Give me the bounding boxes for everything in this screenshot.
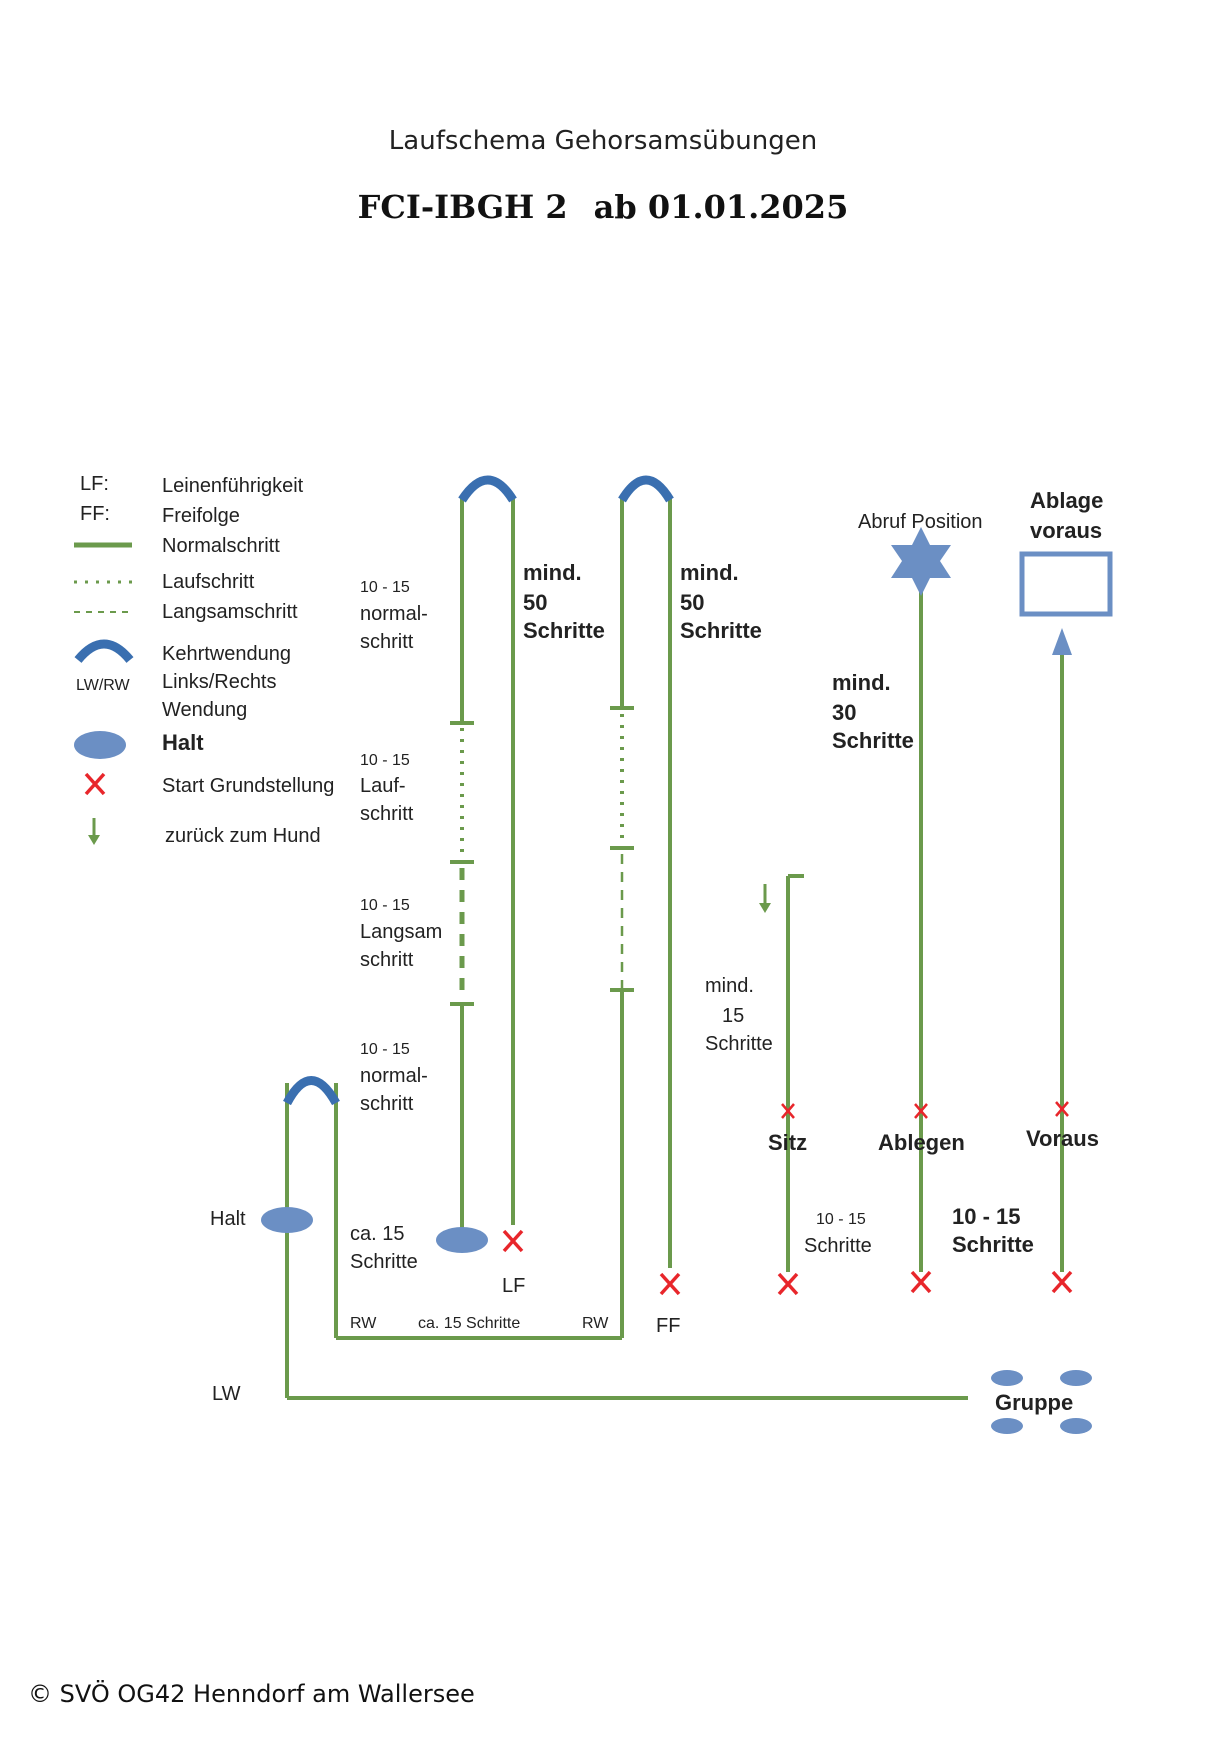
ff-start-x-icon — [659, 1272, 681, 1296]
lf-start-x-icon — [502, 1229, 524, 1253]
seg-normal2-b: normal- — [360, 1065, 428, 1087]
abruf-mind-a: mind. — [832, 670, 891, 695]
gruppe-person-icon — [991, 1418, 1023, 1434]
ff-mind-c: Schritte — [680, 618, 762, 643]
page-title: Laufschema Gehorsamsübungen — [388, 126, 818, 156]
voraus-arrow-icon — [1052, 628, 1072, 655]
legend-lf-key: LF: — [80, 473, 109, 495]
ablage-label-b: voraus — [1030, 518, 1102, 543]
ff-start-label: FF — [656, 1315, 680, 1337]
lw-label: LW — [212, 1383, 241, 1405]
gruppe-person-icon — [1060, 1418, 1092, 1434]
legend-normal-text: Normalschritt — [162, 535, 280, 557]
ff-mind-b: 50 — [680, 590, 704, 615]
sitz-mind-a: mind. — [705, 975, 754, 997]
ca15-a: ca. 15 — [350, 1223, 404, 1245]
sitz-mind-b: 15 — [722, 1005, 744, 1027]
legend-langsam-text: Langsamschritt — [162, 601, 298, 623]
turn-icons — [283, 475, 674, 1106]
seg-normal2-c: schritt — [360, 1093, 414, 1115]
legend-turn-line1: Kehrtwendung — [162, 643, 291, 665]
seg-normal1-c: schritt — [360, 631, 414, 653]
exercise-lines — [763, 590, 1064, 1272]
legend-halt-text: Halt — [162, 730, 204, 755]
seg-langsam-a: 10 - 15 — [360, 897, 410, 914]
legend-ff-key: FF: — [80, 503, 110, 525]
gruppe-person-icon — [991, 1370, 1023, 1386]
legend: LF: Leinenführigkeit FF: Freifolge Norma… — [74, 473, 334, 847]
seg-lauf-a: 10 - 15 — [360, 752, 410, 769]
legend-back-text: zurück zum Hund — [165, 825, 321, 847]
legend-start-x-icon — [84, 772, 106, 796]
legend-halt-icon — [74, 731, 126, 759]
ablage-box-icon — [1019, 551, 1113, 617]
seg-langsam-c: schritt — [360, 949, 414, 971]
page-subtitle: FCI-IBGH 2 ab 01.01.2025 — [0, 188, 1206, 226]
abruf-mind-b: 30 — [832, 700, 856, 725]
seg-normal1-a: 10 - 15 — [360, 579, 410, 596]
legend-turn-line2: Links/Rechts — [162, 671, 277, 693]
valid-from-date: ab 01.01.2025 — [593, 188, 849, 226]
segment-labels: 10 - 15 normal- schritt 10 - 15 Lauf- sc… — [360, 579, 442, 1115]
legend-turn-icon — [74, 639, 134, 663]
gruppe-label: Gruppe — [995, 1390, 1073, 1415]
ablegen-start-x-icon — [910, 1270, 932, 1294]
legend-lauf-text: Laufschritt — [162, 571, 255, 593]
sitz-label: Sitz — [768, 1130, 807, 1155]
seg-lauf-c: schritt — [360, 803, 414, 825]
voraus-steps-a: 10 - 15 — [952, 1204, 1021, 1229]
lf-mind-c: Schritte — [523, 618, 605, 643]
ablage-label-a: Ablage — [1030, 488, 1103, 513]
rw-right-label: RW — [582, 1315, 609, 1332]
program-name: FCI-IBGH 2 — [357, 188, 568, 226]
ca15-bottom-label: ca. 15 Schritte — [418, 1315, 520, 1332]
exercise-labels: mind. 15 Schritte Sitz 10 - 15 Schritte … — [705, 488, 1103, 1257]
rw-left-label: RW — [350, 1315, 377, 1332]
abruf-position-star-icon — [891, 527, 951, 596]
lf-kehrtwendung-icon — [458, 475, 517, 503]
lf-ff-paths — [285, 497, 968, 1400]
ff-mind-a: mind. — [680, 560, 739, 585]
ca15-b: Schritte — [350, 1251, 418, 1273]
lf-halt-icon — [436, 1227, 488, 1253]
lf-mind-b: 50 — [523, 590, 547, 615]
footer-copyright: © SVÖ OG42 Henndorf am Wallersee — [28, 1680, 475, 1708]
seg-normal2-a: 10 - 15 — [360, 1041, 410, 1058]
ablegen-label: Ablegen — [878, 1130, 965, 1155]
gruppe-group: Gruppe — [991, 1370, 1092, 1434]
voraus-start-x-icon — [1051, 1270, 1073, 1294]
sitz-steps-b: Schritte — [804, 1235, 872, 1257]
legend-turn-key: LW/RW — [76, 677, 131, 694]
gruppe-person-icon — [1060, 1370, 1092, 1386]
legend-turn-line3: Wendung — [162, 699, 247, 721]
halt-label: Halt — [210, 1208, 246, 1230]
legend-start-text: Start Grundstellung — [162, 775, 334, 797]
sitz-mind-c: Schritte — [705, 1033, 773, 1055]
lf-start-label: LF — [502, 1275, 525, 1297]
legend-ff-text: Freifolge — [162, 505, 240, 527]
path-labels: mind. 50 Schritte mind. 50 Schritte Halt… — [210, 560, 762, 1405]
seg-normal1-b: normal- — [360, 603, 428, 625]
voraus-steps-b: Schritte — [952, 1232, 1034, 1257]
lf-mind-a: mind. — [523, 560, 582, 585]
legend-lf-text: Leinenführigkeit — [162, 475, 304, 497]
voraus-label: Voraus — [1026, 1126, 1099, 1151]
abruf-position-label: Abruf Position — [858, 511, 983, 533]
seg-langsam-b: Langsam — [360, 921, 442, 943]
sitz-steps-a: 10 - 15 — [816, 1211, 866, 1228]
ff-kehrtwendung-icon — [618, 475, 674, 503]
abruf-mind-c: Schritte — [832, 728, 914, 753]
sitz-start-x-icon — [777, 1272, 799, 1296]
group-halt-icon — [261, 1207, 313, 1233]
seg-lauf-b: Lauf- — [360, 775, 406, 797]
group-kehrtwendung-icon — [283, 1076, 340, 1106]
